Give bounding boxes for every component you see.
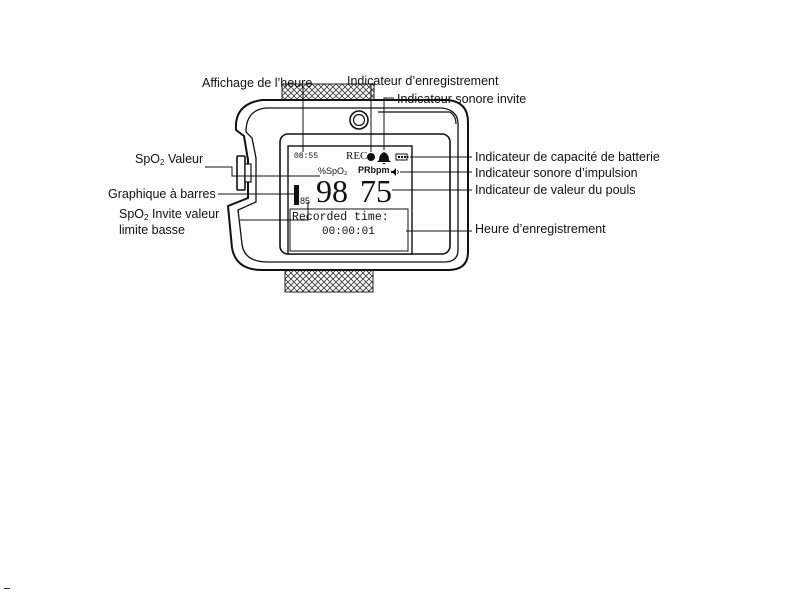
bar-graph-bar — [294, 185, 299, 205]
screen-recorded-label: Recorded time: — [292, 211, 389, 224]
screen-pr-value: 75 — [360, 173, 392, 209]
label-pulse-value-indicator: Indicateur de valeur du pouls — [475, 183, 636, 197]
screen-rec-label: REC — [346, 150, 368, 162]
label-time-display: Affichage de l’heure — [202, 76, 313, 90]
bell-icon — [377, 152, 391, 164]
label-recording-time: Heure d’enregistrement — [475, 222, 606, 236]
screen-recorded-value: 00:00:01 — [322, 226, 375, 238]
power-button — [349, 110, 369, 130]
label-sound-alert-indicator: Indicateur sonore invite — [397, 92, 527, 106]
label-spo2-low-limit: SpO2 Invite valeur — [119, 207, 220, 222]
label-spo2-low-limit-line2: limite basse — [119, 223, 185, 237]
screen-low-limit: 85 — [300, 196, 311, 206]
corner-mark — [4, 588, 10, 589]
leader-lines — [205, 84, 472, 232]
side-button — [236, 155, 252, 191]
screen-spo2-value: 98 — [316, 173, 348, 209]
bottom-strap — [284, 267, 374, 293]
label-battery-indicator: Indicateur de capacité de batterie — [475, 150, 660, 164]
screen-spo2-unit: %SpO₂ — [318, 166, 348, 176]
label-bar-graph: Graphique à barres — [108, 187, 216, 201]
screen-time: 08:55 — [294, 152, 319, 161]
rec-dot-icon — [367, 153, 375, 161]
top-ridge — [378, 111, 457, 125]
battery-icon — [395, 153, 409, 161]
device-body-inner — [237, 107, 459, 263]
speaker-icon — [391, 168, 399, 176]
label-recording-indicator: Indicateur d’enregistrement — [347, 74, 499, 88]
label-pulse-sound-indicator: Indicateur sonore d’impulsion — [475, 166, 638, 180]
recorded-time-box — [289, 208, 409, 252]
label-spo2-value: SpO2 Valeur — [135, 152, 204, 167]
screen-pr-unit: PRbpm — [358, 165, 390, 175]
